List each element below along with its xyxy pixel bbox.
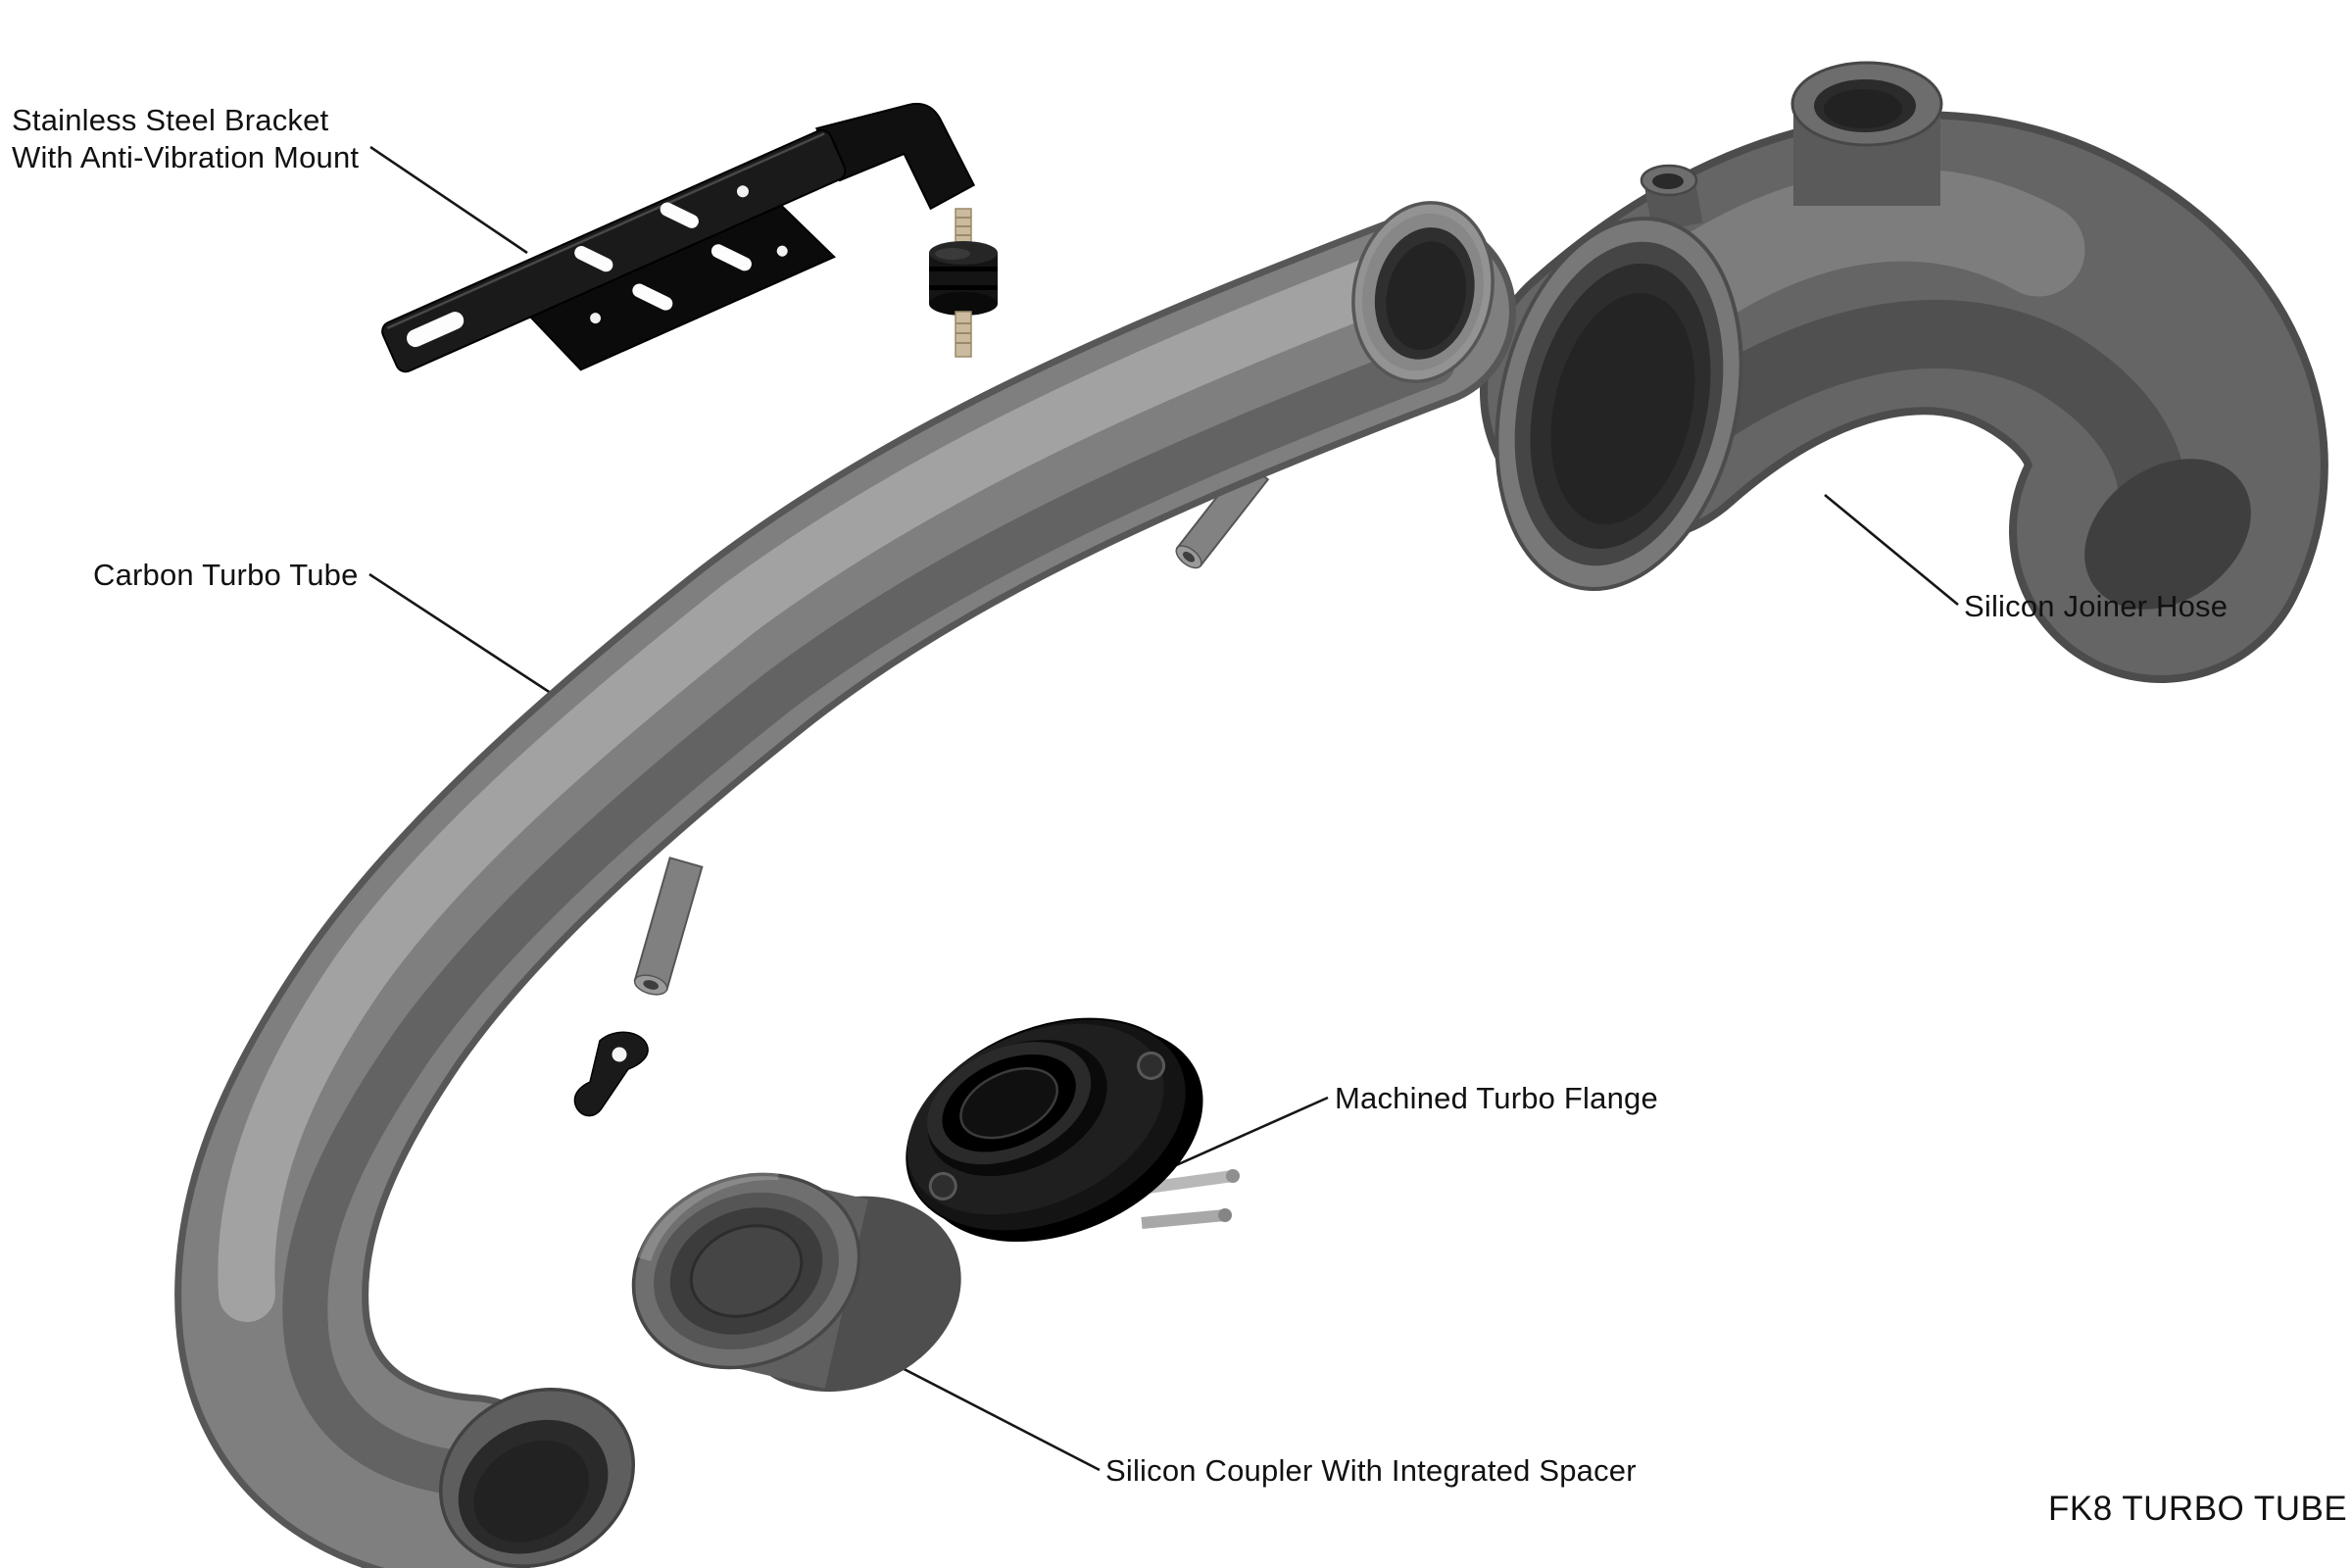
diagram-title: FK8 TURBO TUBE bbox=[2048, 1490, 2348, 1528]
tube-bottom-flare bbox=[439, 1387, 635, 1568]
label-coupler: Silicon Coupler With Integrated Spacer bbox=[1105, 1453, 1637, 1488]
silicon-coupler-part bbox=[631, 1166, 961, 1393]
label-carbon-tube: Carbon Turbo Tube bbox=[93, 558, 359, 592]
label-bracket: Stainless Steel Bracket With Anti-Vibrat… bbox=[12, 102, 359, 176]
label-bracket-line1: Stainless Steel Bracket bbox=[12, 103, 329, 137]
leader-joiner-hose bbox=[1824, 493, 1959, 607]
leader-coupler bbox=[886, 1358, 1101, 1472]
leader-bracket bbox=[369, 145, 528, 255]
clip-part bbox=[573, 1031, 649, 1117]
hose-small-port bbox=[1640, 164, 1703, 232]
label-joiner-hose: Silicon Joiner Hose bbox=[1964, 589, 2229, 623]
carbon-turbo-tube-part bbox=[174, 201, 1516, 1568]
tube-top-opening bbox=[1351, 201, 1494, 383]
leader-turbo-flange bbox=[1155, 1096, 1329, 1176]
silicon-joiner-hose-part bbox=[1480, 61, 2328, 683]
bracket-part bbox=[381, 102, 998, 373]
machined-turbo-flange-part bbox=[906, 1017, 1240, 1243]
label-bracket-line2: With Anti-Vibration Mount bbox=[12, 140, 360, 174]
hose-large-port bbox=[1790, 61, 1943, 206]
tube-nipple-lower bbox=[633, 857, 704, 996]
anti-vibration-mount bbox=[929, 208, 998, 358]
label-turbo-flange: Machined Turbo Flange bbox=[1335, 1081, 1658, 1115]
hose-opening bbox=[1494, 216, 1743, 592]
